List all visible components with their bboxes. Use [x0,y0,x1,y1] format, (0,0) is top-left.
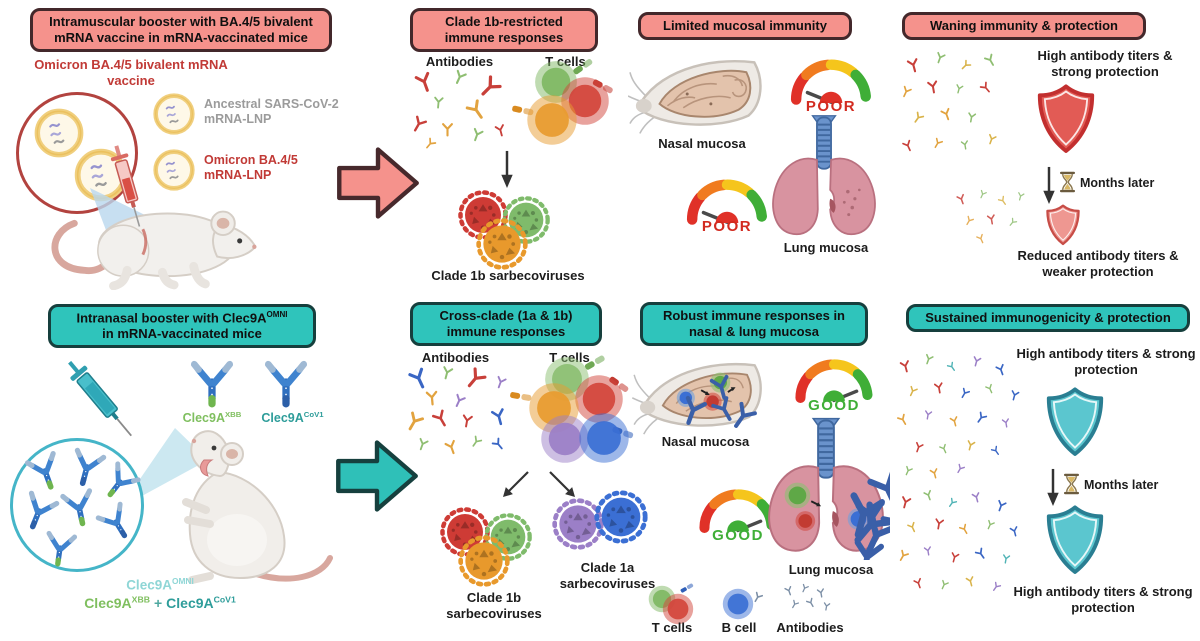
legend-bcell-label: B cell [721,620,757,635]
clec9a-omni-base: Clec9A [126,577,172,593]
row1-immune-title: Clade 1b-restricted immune responses [410,8,598,52]
clec9a-xbb-base: Clec9A [182,411,225,426]
syringe-intranasal [68,360,132,437]
clec9a-cov1-antibody [262,356,310,408]
row1-duration-title: Waning immunity & protection [902,12,1146,40]
shield-strong-row1 [1034,80,1098,158]
mixture-plus: + [153,594,163,611]
row1-mucosa-title-text: Limited mucosal immunity [663,18,827,33]
lnp-icon [152,92,196,136]
months-later-row2: Months later [1084,478,1159,492]
clec9a-mixture-label: Clec9AXBB+Clec9ACoV1 [15,594,305,611]
nasal-label-row1: Nasal mucosa [658,136,746,151]
clade1a-label: Clade 1a sarbecoviruses [559,560,656,591]
row2-duration-title-text: Sustained immunogenicity & protection [925,310,1171,325]
legend-antibodies-label: Antibodies [776,620,844,635]
syringe-intramuscular [110,145,141,227]
hourglass-icon [1062,472,1081,496]
nasal-rating-row2: GOOD [808,397,860,414]
clec9a-cov1-sup: CoV1 [303,410,324,419]
row1-duration-title-text: Waning immunity & protection [929,18,1118,33]
row2-immune-title-text: Cross-clade (1a & 1b) immune responses [439,308,573,339]
hourglass-icon [1058,170,1077,194]
shield-strong-row2-early [1043,382,1107,462]
tcell-cluster-row2 [520,356,624,468]
nasal-mucosa-row1 [628,60,762,134]
row2-immune-title: Cross-clade (1a & 1b) immune responses [410,302,602,346]
row2-early-text: High antibody titers & strong protection [1016,346,1196,377]
months-later-row1: Months later [1080,176,1155,190]
clec9a-omni-sup: OMNI [171,576,194,586]
lung-rating-row2: GOOD [712,527,764,544]
antibody-scatter-row1-late [952,190,1030,252]
row2-booster-title: Intranasal booster with Clec9AOMNI in mR… [48,304,316,349]
clec9a-xbb-sup: XBB [225,410,242,419]
down-arrow-icon [500,150,514,188]
row1-early-text: High antibody titers & strong protection [1037,48,1173,79]
down-arrow-icon [1042,166,1056,204]
clec9a-xbb-antibody [188,356,236,408]
row2-mucosa-title-text: Robust immune responses in nasal & lung … [662,308,846,339]
clade1b-label-row2: Clade 1b sarbecoviruses [446,590,542,621]
lnp-omicron-label: Omicron BA.4/5 mRNA-LNP [204,153,298,182]
nasal-label-row2: Nasal mucosa [661,434,750,449]
shield-strong-row2-late [1043,500,1107,580]
legend-tcells-label: T cells [651,620,693,635]
virus-cluster-clade1b-row2 [432,505,550,589]
antibody-scatter-row2-early [893,352,1041,484]
legend-tcells-icon [648,583,698,619]
row2-booster-title-line2: in mRNA-vaccinated mice [102,326,262,342]
row1-booster-title: Intramuscular booster with BA.4/5 bivale… [30,8,332,52]
mixture-cov1: Clec9ACoV1 [166,594,236,611]
antibody-scatter-row1-early [896,52,1024,170]
row1-vaccine-label: Omicron BA.4/5 bivalent mRNA vaccine [34,57,228,88]
row2-booster-title-sup: OMNI [266,310,288,319]
row1-mucosa-title: Limited mucosal immunity [638,12,852,40]
light-beam [90,188,147,254]
tcell-cluster-row1 [520,60,612,150]
mouse-intranasal [182,430,333,584]
clec9a-omni-label: Clec9AOMNI [75,576,245,594]
lung-rating-row1: POOR [701,218,753,235]
clec9a-xbb-label: Clec9AXBB [172,410,252,426]
row1-antibodies-label: Antibodies [425,54,494,69]
lungs-row1 [772,115,876,236]
antibody-cluster-row2 [404,366,522,470]
mouse-intramuscular [51,210,257,290]
lnp-ancestral-label: Ancestral SARS-CoV-2 mRNA-LNP [204,97,339,126]
clec9a-cov1-label: Clec9ACoV1 [250,410,335,426]
row1-booster-title-text: Intramuscular booster with BA.4/5 bivale… [49,14,313,45]
clade1b-label-row1: Clade 1b sarbecoviruses [431,268,585,283]
clec9a-cov1-base: Clec9A [261,411,304,426]
row2-mucosa-title: Robust immune responses in nasal & lung … [640,302,868,346]
antibody-cluster-row1 [408,70,518,160]
shield-weak-row1 [1044,202,1082,248]
nasal-rating-row1: POOR [805,98,857,115]
lung-label-row1: Lung mucosa [783,240,869,255]
magnifier-circle-clec9a [10,438,144,572]
row2-antibodies-label: Antibodies [421,350,490,365]
virus-cluster-clade1a [548,488,658,560]
row1-late-text: Reduced antibody titers & weaker protect… [1017,248,1179,279]
branch-arrows [503,471,575,497]
legend-antibodies-icon [782,584,838,618]
legend-bcell-icon [722,588,768,622]
mixture-xbb: Clec9AXBB [84,594,150,611]
lungs-row2 [768,417,890,560]
row2-booster-title-base: Intranasal booster with Clec9A [76,310,267,326]
virus-cluster-clade1b-row1 [448,188,568,272]
row2-late-text: High antibody titers & strong protection [1013,584,1193,615]
lung-label-row2: Lung mucosa [788,562,874,577]
row2-duration-title: Sustained immunogenicity & protection [906,304,1190,332]
row1-immune-title-text: Clade 1b-restricted immune responses [444,14,564,45]
nasal-mucosa-row2 [631,362,762,435]
